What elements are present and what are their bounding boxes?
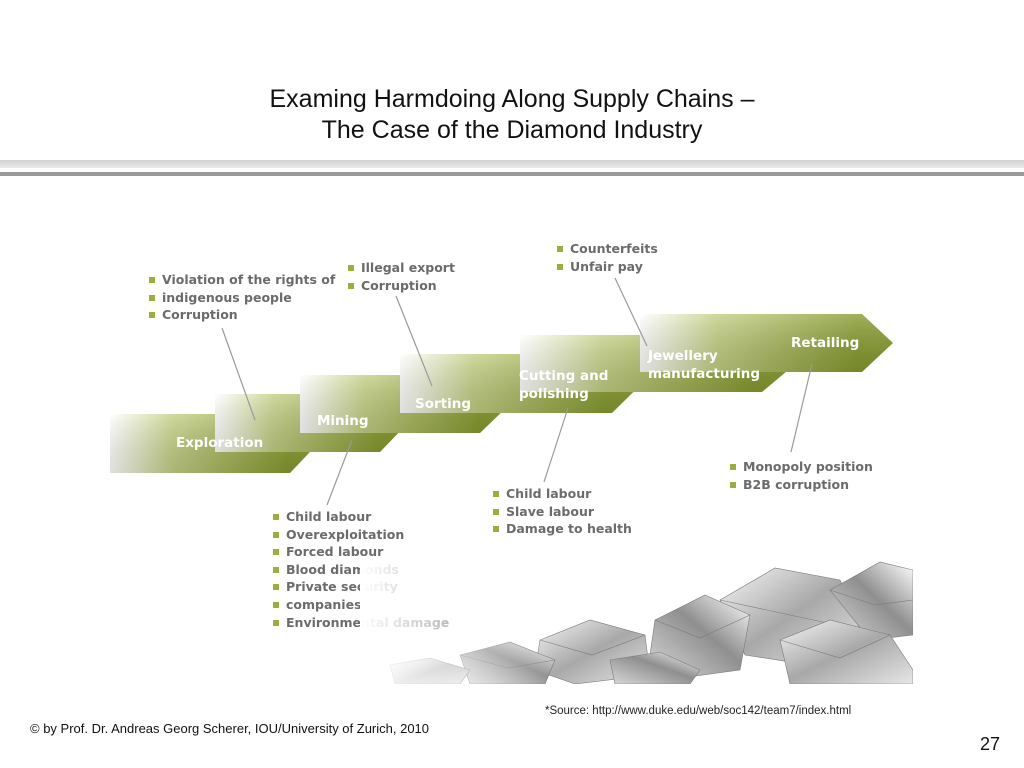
harm-item: Violation of the rights of (149, 271, 335, 289)
page-number: 27 (980, 734, 1001, 754)
harm-list-sorting: Illegal export Corruption (348, 259, 455, 294)
harm-item: Child labour (493, 485, 632, 503)
harm-item: Corruption (149, 306, 335, 324)
harm-item: Slave labour (493, 503, 632, 521)
harm-item: B2B corruption (730, 476, 873, 494)
harm-list-retailing: Monopoly position B2B corruption (730, 458, 873, 493)
stage-label-jewellery: Jewellery manufacturing (648, 347, 760, 383)
harm-list-jewellery: Counterfeits Unfair pay (557, 240, 658, 275)
slide-title-line-2: The Case of the Diamond Industry (321, 116, 703, 144)
stage-label-mining: Mining (317, 413, 369, 429)
callout-line-exploration (221, 327, 256, 421)
stage-label-exploration: Exploration (176, 435, 264, 451)
harm-item-continued: companies (273, 596, 449, 614)
harm-item: Corruption (348, 277, 455, 295)
stage-label-line: manufacturing (648, 366, 761, 382)
callout-line-sorting (395, 295, 433, 387)
title-divider-light (0, 160, 1024, 168)
stage-label-line: Jewellery (648, 348, 718, 364)
callout-line-mining (326, 439, 353, 506)
harm-list-cutting: Child labour Slave labour Damage to heal… (493, 485, 632, 538)
slide-title-line-1: Examing Harmdoing Along Supply Chains – (269, 85, 755, 113)
stage-label-line: Cutting and (519, 368, 609, 384)
callout-line-jewellery (614, 277, 648, 347)
harm-item: Counterfeits (557, 240, 658, 258)
harm-item: Overexploitation (273, 526, 449, 544)
harm-item: Child labour (273, 508, 449, 526)
harm-item: Forced labour (273, 543, 449, 561)
diamonds-image (360, 560, 913, 684)
harm-list-exploration: Violation of the rights of indigenous pe… (149, 271, 335, 324)
diamonds-illustration (360, 560, 913, 684)
source-citation: *Source: http://www.duke.edu/web/soc142/… (545, 705, 852, 717)
title-divider-dark (0, 172, 1024, 176)
callout-line-cutting (543, 407, 569, 483)
stage-label-cutting: Cutting and polishing (519, 367, 608, 403)
slide-title: Examing Harmdoing Along Supply Chains – … (0, 84, 1024, 146)
callout-connectors (221, 277, 813, 506)
harm-item: Illegal export (348, 259, 455, 277)
harm-item: Monopoly position (730, 458, 873, 476)
stage-label-retailing: Retailing (791, 335, 860, 351)
stage-label-sorting: Sorting (415, 396, 472, 412)
harm-item: Damage to health (493, 520, 632, 538)
callout-line-retailing (790, 363, 813, 453)
harm-item: Unfair pay (557, 258, 658, 276)
harm-item-continued: indigenous people (149, 289, 335, 307)
copyright-notice: © by Prof. Dr. Andreas Georg Scherer, IO… (30, 721, 430, 736)
stage-arrow-shading-retailing (640, 314, 893, 372)
stage-label-line: polishing (519, 386, 589, 402)
stage-arrows (110, 314, 893, 473)
